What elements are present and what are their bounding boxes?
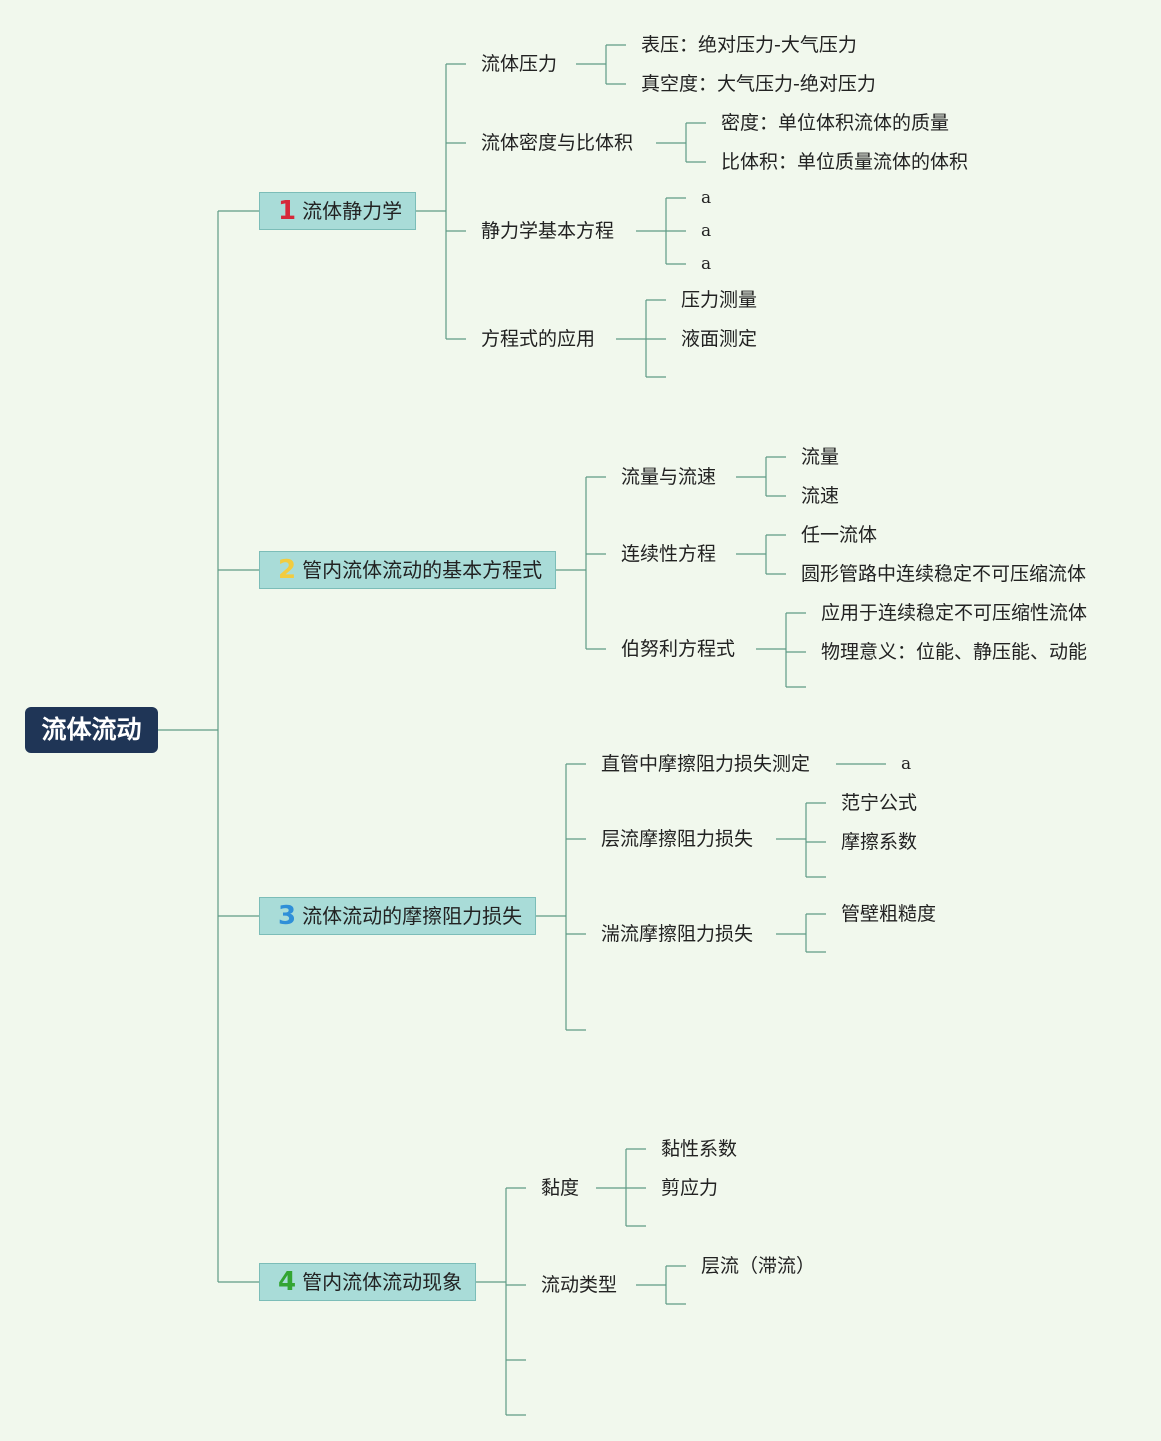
leaf-laminar-flow[interactable]: 层流（滞流） bbox=[701, 1255, 816, 1277]
section-3-label: 流体流动的摩擦阻力损失 bbox=[302, 904, 523, 928]
leaf-specific-volume[interactable]: 比体积：单位质量流体的体积 bbox=[721, 151, 969, 173]
topic-viscosity[interactable]: 黏度 bbox=[541, 1177, 580, 1199]
topic-turbulent-friction[interactable]: 湍流摩擦阻力损失 bbox=[601, 923, 754, 945]
section-1-number: 1 bbox=[278, 196, 297, 226]
topic-flow-rate-velocity[interactable]: 流量与流速 bbox=[621, 466, 717, 488]
leaf-shear-stress[interactable]: 剪应力 bbox=[661, 1177, 719, 1199]
topic-bernoulli-equation[interactable]: 伯努利方程式 bbox=[621, 638, 736, 660]
topic-flow-type[interactable]: 流动类型 bbox=[541, 1274, 618, 1296]
leaf-density[interactable]: 密度：单位体积流体的质量 bbox=[721, 112, 950, 134]
topic-continuity-equation[interactable]: 连续性方程 bbox=[621, 543, 717, 565]
leaf-bernoulli-application[interactable]: 应用于连续稳定不可压缩性流体 bbox=[821, 602, 1088, 624]
leaf-friction-factor[interactable]: 摩擦系数 bbox=[841, 831, 918, 853]
leaf-bernoulli-meaning[interactable]: 物理意义：位能、静压能、动能 bbox=[821, 641, 1088, 663]
leaf-measure-a[interactable]: a bbox=[901, 754, 912, 774]
topic-straight-pipe-friction[interactable]: 直管中摩擦阻力损失测定 bbox=[601, 753, 811, 775]
topic-fluid-pressure[interactable]: 流体压力 bbox=[481, 53, 558, 75]
leaf-fanning-formula[interactable]: 范宁公式 bbox=[841, 792, 918, 814]
leaf-wall-roughness[interactable]: 管壁粗糙度 bbox=[841, 903, 937, 925]
leaf-vacuum[interactable]: 真空度：大气压力-绝对压力 bbox=[641, 73, 876, 95]
leaf-pressure-measurement[interactable]: 压力测量 bbox=[681, 289, 758, 311]
leaf-gauge-pressure[interactable]: 表压：绝对压力-大气压力 bbox=[641, 34, 857, 56]
topic-hydrostatic-equation[interactable]: 静力学基本方程 bbox=[481, 220, 615, 242]
leaf-viscosity-coefficient[interactable]: 黏性系数 bbox=[661, 1138, 738, 1160]
leaf-level-measurement[interactable]: 液面测定 bbox=[681, 328, 758, 350]
leaf-any-fluid[interactable]: 任一流体 bbox=[801, 524, 878, 546]
topic-equation-application[interactable]: 方程式的应用 bbox=[481, 328, 596, 350]
leaf-equation-a3[interactable]: a bbox=[701, 254, 712, 274]
section-4-number: 4 bbox=[278, 1267, 297, 1297]
leaf-equation-a1[interactable]: a bbox=[701, 188, 712, 208]
leaf-flow-velocity[interactable]: 流速 bbox=[801, 485, 840, 507]
topic-density-specific-volume[interactable]: 流体密度与比体积 bbox=[481, 132, 634, 154]
section-3-number: 3 bbox=[278, 901, 297, 931]
leaf-circular-pipe-fluid[interactable]: 圆形管路中连续稳定不可压缩流体 bbox=[801, 563, 1087, 585]
root-node[interactable]: 流体流动 bbox=[25, 707, 158, 753]
section-4-label: 管内流体流动现象 bbox=[302, 1270, 463, 1294]
topic-laminar-friction[interactable]: 层流摩擦阻力损失 bbox=[601, 828, 754, 850]
section-2-number: 2 bbox=[278, 555, 297, 585]
leaf-equation-a2[interactable]: a bbox=[701, 221, 712, 241]
leaf-flow-rate[interactable]: 流量 bbox=[801, 446, 840, 468]
section-2-label: 管内流体流动的基本方程式 bbox=[302, 558, 543, 582]
section-1-label: 流体静力学 bbox=[302, 199, 403, 223]
